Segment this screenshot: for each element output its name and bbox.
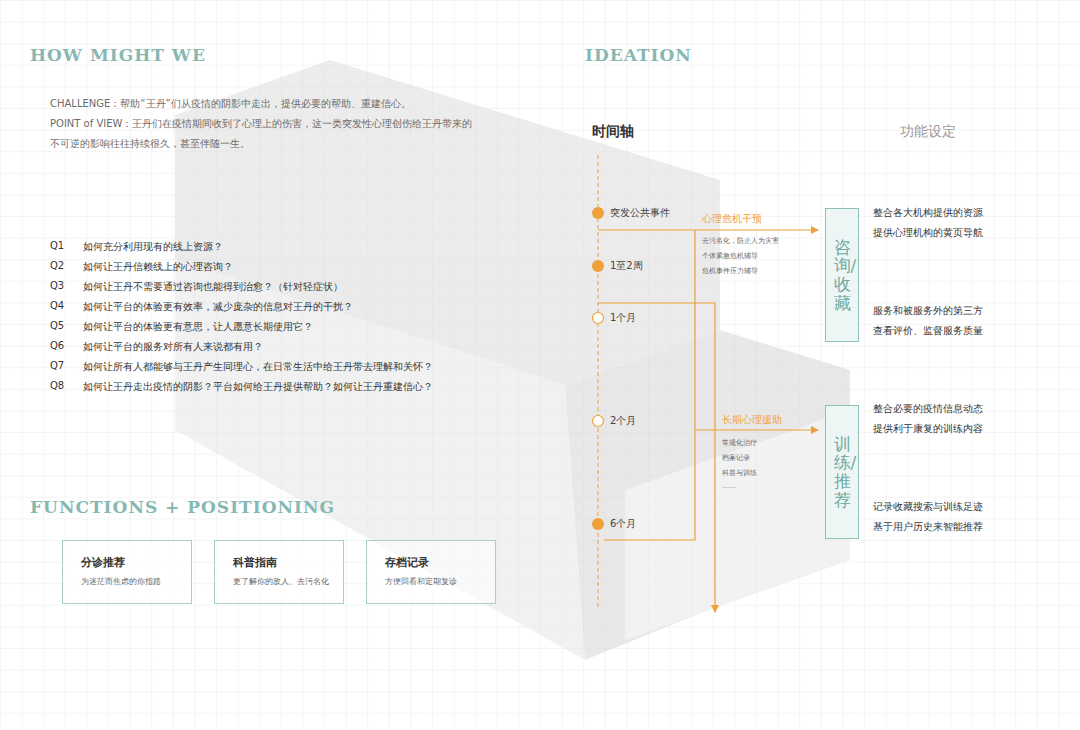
label-text: Q2 bbox=[50, 260, 64, 271]
label-text: 提供利于康复的训练内容 bbox=[873, 422, 983, 436]
label-text: Q3 bbox=[50, 280, 64, 291]
label-text: 功能设定 bbox=[900, 123, 956, 141]
label-text: 长期心理援助 bbox=[722, 413, 782, 427]
label-text: Q4 bbox=[50, 300, 64, 311]
label-text: 基于用户历史来智能推荐 bbox=[873, 520, 983, 534]
label-text: 6个月 bbox=[610, 517, 636, 531]
box-title: 咨询/收藏 bbox=[834, 238, 851, 313]
phase-arrows bbox=[598, 230, 818, 612]
box-title: 训练/推荐 bbox=[834, 435, 851, 510]
isometric-blocks bbox=[175, 60, 850, 660]
label-text: 如何让王丹走出疫情的阴影？平台如何给王丹提供帮助？如何让王丹重建信心？ bbox=[83, 380, 433, 394]
label-text: 查看评价、监督服务质量 bbox=[873, 324, 983, 338]
timeline bbox=[592, 155, 604, 610]
label-text: 服务和被服务外的第三方 bbox=[873, 304, 983, 318]
label-text: 提供心理机构的黄页导航 bbox=[873, 226, 983, 240]
label-text: 心理危机干预 bbox=[702, 212, 762, 226]
label-text: 如何让王丹不需要通过咨询也能得到治愈？（针对轻症状） bbox=[83, 280, 343, 294]
label-text: 如何让王丹信赖线上的心理咨询？ bbox=[83, 260, 233, 274]
feature-box: 科普指南更了解你的敌人、去污名化 bbox=[214, 540, 344, 604]
label-text: FUNCTIONS + POSITIONING bbox=[30, 497, 335, 517]
label-text: …… bbox=[722, 482, 736, 490]
label-text: 突发公共事件 bbox=[610, 206, 670, 220]
box-title: 分诊推荐 bbox=[81, 555, 183, 570]
label-text: 整合各大机构提供的资源 bbox=[873, 206, 983, 220]
label-text: Q6 bbox=[50, 340, 64, 351]
label-text: 1个月 bbox=[610, 311, 636, 325]
label-text: 科普与训练 bbox=[722, 468, 757, 478]
label-text: 常规化治疗 bbox=[722, 438, 757, 448]
label-text: 2个月 bbox=[610, 414, 636, 428]
feature-box: 存档记录方便回看和定期复诊 bbox=[366, 540, 496, 604]
label-text: 记录收藏搜索与训练足迹 bbox=[873, 500, 983, 514]
box-body: 方便回看和定期复诊 bbox=[385, 576, 487, 587]
feature-box: 分诊推荐为迷茫而焦虑的你指路 bbox=[62, 540, 192, 604]
label-text: 如何让平台的体验更有效率，减少庞杂的信息对王丹的干扰？ bbox=[83, 300, 353, 314]
label-text: Q5 bbox=[50, 320, 64, 331]
label-text: 1至2周 bbox=[610, 259, 643, 273]
box-body: 为迷茫而焦虑的你指路 bbox=[81, 576, 183, 587]
box-body: 更了解你的敌人、去污名化 bbox=[233, 576, 335, 587]
label-text: 如何充分利用现有的线上资源？ bbox=[83, 240, 223, 254]
label-text: 个体紧急危机辅导 bbox=[702, 251, 758, 261]
function-box: 训练/推荐 bbox=[825, 405, 859, 539]
label-text: 如何让平台的服务对所有人来说都有用？ bbox=[83, 340, 263, 354]
label-text: 整合必要的疫情信息动态 bbox=[873, 402, 983, 416]
function-box: 咨询/收藏 bbox=[825, 208, 859, 342]
box-title: 科普指南 bbox=[233, 555, 335, 570]
label-text: 如何让平台的体验更有意思，让人愿意长期使用它？ bbox=[83, 320, 313, 334]
label-text: 危机事件压力辅导 bbox=[702, 266, 758, 276]
label-text: 去污名化，防止人为灾害 bbox=[702, 236, 779, 246]
label-text: Q7 bbox=[50, 360, 64, 371]
label-text: HOW MIGHT WE bbox=[30, 45, 206, 65]
label-text: 时间轴 bbox=[592, 123, 634, 141]
label-text: 档案记录 bbox=[722, 453, 750, 463]
label-text: CHALLENGE：帮助“王丹”们从疫情的阴影中走出，提供必要的帮助、重建信心。 bbox=[50, 94, 411, 114]
box-title: 存档记录 bbox=[385, 555, 487, 570]
label-text: POINT of VIEW：王丹们在疫情期间收到了心理上的伤害，这一类突发性心理… bbox=[50, 114, 480, 154]
label-text: Q8 bbox=[50, 380, 64, 391]
label-text: IDEATION bbox=[585, 45, 692, 65]
label-text: Q1 bbox=[50, 240, 64, 251]
label-text: 如何让所有人都能够与王丹产生同理心，在日常生活中给王丹带去理解和关怀？ bbox=[83, 360, 433, 374]
